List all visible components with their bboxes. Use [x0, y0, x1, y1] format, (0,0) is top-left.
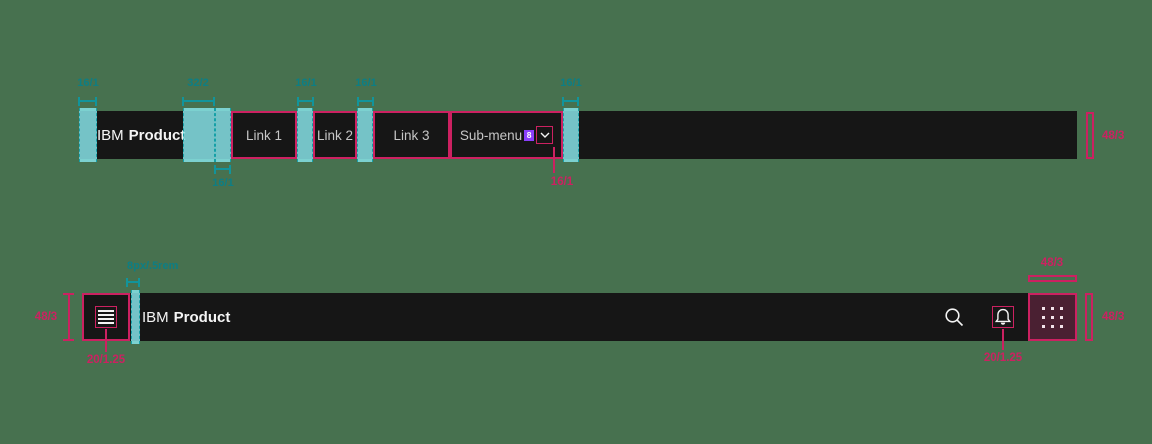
spacing-label-menu-icon: 20/1.25: [86, 354, 126, 366]
v-bracket-switcher-height: [1085, 293, 1093, 341]
bottom-header-bar: [82, 293, 1077, 341]
h-bracket-switcher-width: [1028, 275, 1077, 282]
spacing-label-bell-icon: 20/1.25: [983, 352, 1023, 364]
h-bracket-after-submenu: [562, 97, 579, 106]
leader-line-menu-icon: [105, 329, 107, 352]
spacing-label-menu-brand-gap: 8px/.5rem: [127, 260, 179, 272]
spacing-label-top-bar-height: 48/3: [1102, 130, 1125, 142]
app-switcher-grid: [1042, 306, 1063, 328]
spacing-label-chevron: 16/1: [550, 176, 574, 188]
spacer-menu-brand-gap: [131, 290, 140, 344]
spacer-item-padding: [215, 108, 231, 162]
chevron-down-icon[interactable]: [536, 126, 554, 144]
brand-prefix: IBM: [142, 308, 169, 326]
leader-line-bell-icon: [1002, 329, 1004, 350]
spacing-label-gap1: 16/1: [295, 77, 317, 89]
spacing-label-brand-gap: 32/2: [187, 77, 209, 89]
nav-link-3[interactable]: Link 3: [373, 111, 450, 159]
notification-bell-icon[interactable]: [992, 306, 1014, 328]
app-switcher-icon[interactable]: [1028, 293, 1077, 341]
h-bracket-gap1: [297, 97, 314, 106]
spacing-label-left-padding: 16/1: [77, 77, 99, 89]
spacer-gap2: [357, 108, 373, 162]
spacer-after-submenu: [563, 108, 579, 162]
brand-prefix: IBM: [97, 126, 124, 144]
menu-icon[interactable]: [95, 306, 117, 328]
h-bracket-left-padding: [78, 97, 97, 106]
spacing-label-bottom-bar-height: 48/3: [34, 311, 58, 323]
spacing-label-gap2: 16/1: [355, 77, 377, 89]
h-bracket-item-padding: [214, 165, 231, 174]
brand-name: Product: [173, 308, 231, 326]
submenu-badge: 8: [524, 129, 535, 141]
spacing-label-switcher-width: 48/3: [1040, 257, 1064, 269]
spacer-gap1: [297, 108, 313, 162]
search-icon[interactable]: [943, 306, 965, 328]
spacing-label-item-padding: 16/1: [212, 177, 234, 189]
spacer-left-padding: [79, 108, 97, 162]
nav-submenu[interactable]: Sub-menu 8: [450, 111, 563, 159]
submenu-label: Sub-menu: [459, 127, 523, 143]
h-bracket-brand-gap: [182, 97, 215, 106]
nav-link-2[interactable]: Link 2: [313, 111, 357, 159]
nav-link-1[interactable]: Link 1: [231, 111, 297, 159]
leader-line-chevron: [553, 147, 555, 173]
v-bracket-top-bar-height: [1086, 112, 1094, 159]
v-bracket-bottom-bar-height: [63, 293, 74, 341]
spacing-label-after-submenu: 16/1: [560, 77, 582, 89]
spacing-label-switcher-height: 48/3: [1102, 311, 1125, 323]
h-bracket-menu-brand-gap: [126, 278, 140, 287]
brand-name: Product: [128, 126, 186, 144]
spacer-brand-gap: [183, 108, 215, 162]
h-bracket-gap2: [357, 97, 374, 106]
